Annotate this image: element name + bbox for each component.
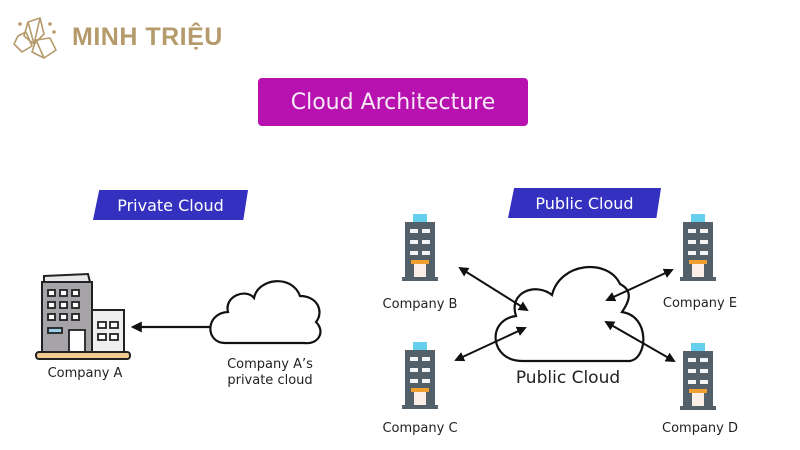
public-cloud-icon [494, 265, 645, 363]
public-cloud-label: Public Cloud [515, 368, 621, 388]
company-d-label: Company D [662, 421, 738, 436]
public-cloud-tag: Public Cloud [508, 188, 661, 218]
company-b-label: Company B [382, 297, 458, 312]
arrow-company-d [604, 321, 676, 362]
building-icon-company-b [402, 214, 438, 281]
company-a-label: Company A [47, 366, 123, 381]
office-building-icon [35, 272, 131, 360]
diagram-title: Cloud Architecture [258, 78, 528, 126]
building-icon-company-e [680, 214, 716, 281]
arrow-company-b [458, 266, 529, 312]
company-e-label: Company E [662, 296, 738, 311]
arrow-company-e [605, 268, 674, 302]
private-cloud-icon [209, 280, 322, 345]
private-cloud-label-2: private cloud [227, 373, 313, 388]
building-icon-company-c [402, 342, 438, 409]
arrow-company-c [454, 326, 527, 362]
crystal-icon [13, 17, 57, 59]
private-cloud-tag: Private Cloud [93, 190, 248, 220]
brand-name: MINH TRIỆU [72, 22, 223, 51]
building-icon-company-d [680, 343, 716, 410]
company-c-label: Company C [382, 421, 458, 436]
brand-logo: MINH TRIỆU [10, 14, 223, 60]
private-cloud-label-1: Company A’s [227, 357, 313, 372]
public-arrows [454, 266, 676, 362]
